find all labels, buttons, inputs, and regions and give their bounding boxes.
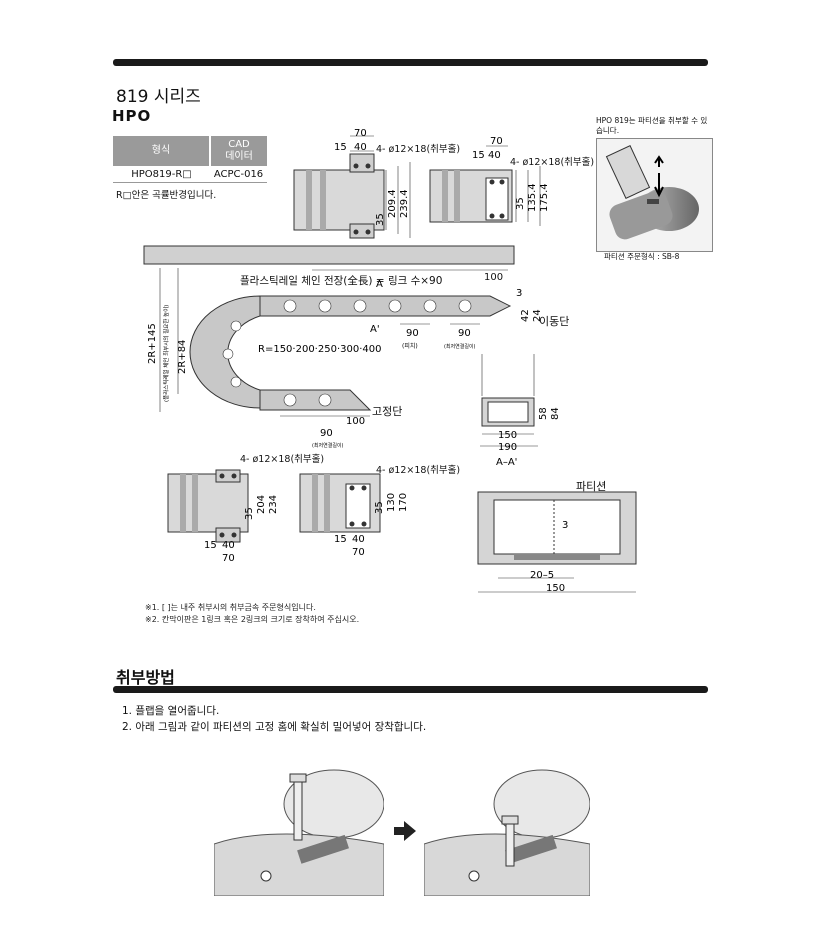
height-note: (플라스틱레일 체인 최부시의 필요한 높이) <box>162 305 170 402</box>
dim-135-4: 135.4 <box>527 183 538 212</box>
partition-photo <box>596 138 713 252</box>
dim-40-br: 40 <box>352 534 365 545</box>
dim-15: 15 <box>334 142 347 153</box>
partition-label: 파티션 <box>576 480 607 493</box>
bracket-top-right-drawing: 70 15 40 35 135.4 175.4 <box>429 136 550 226</box>
partition-dim-3: 3 <box>562 520 568 531</box>
dim-40: 40 <box>354 142 367 153</box>
dim-170: 170 <box>398 493 409 512</box>
dim-70: 70 <box>354 128 367 139</box>
install-step-1: 1. 플랩을 열어줍니다. <box>122 705 220 717</box>
dim-70-br: 70 <box>352 547 365 558</box>
holes-label-bottom-left: 4- ø12×18(취부홀) <box>240 454 325 465</box>
dim-204: 204 <box>256 495 267 514</box>
height-outer: 2R+145 <box>147 323 158 364</box>
dim-42: 42 <box>520 309 531 322</box>
dim-130: 130 <box>386 493 397 512</box>
section-aa-label: A–A' <box>496 457 517 468</box>
radius-note: R□안은 곡률반경입니다. <box>116 190 217 201</box>
section-a2: A' <box>370 324 380 335</box>
note-1: ※1. [ ]는 내주 취부시의 취부금속 주문형식입니다. <box>145 603 316 612</box>
dim-209-4: 209.4 <box>387 189 398 218</box>
dim-40-bl: 40 <box>222 540 235 551</box>
dim-150: 150 <box>498 430 517 441</box>
dim-3: 3 <box>516 288 522 299</box>
height-inner: 2R+84 <box>177 340 188 374</box>
dim-70-r: 70 <box>490 136 503 147</box>
partition-dim-150: 150 <box>546 583 565 594</box>
dim-15-r: 15 <box>472 150 485 161</box>
dim-100-bottom: 100 <box>346 416 365 427</box>
pitch-90b: 90 <box>458 328 471 339</box>
arrow-right-icon <box>394 821 416 841</box>
spec-table: 형식 CAD 데이터 HPO819-R□ ACPC-016 <box>113 136 267 183</box>
pitch-label: (피치) <box>402 342 418 350</box>
dim-35-br: 35 <box>374 501 385 514</box>
install-image-before <box>214 764 384 896</box>
partition-drawing: 3 20–5 150 <box>477 491 637 594</box>
install-title: 취부방법 <box>116 668 175 687</box>
dim-15-br: 15 <box>334 534 347 545</box>
dim-90-bottom: 90 <box>320 428 333 439</box>
bracket-bottom-right-drawing: 35 130 170 15 40 70 <box>299 473 409 558</box>
pitch-90: 90 <box>406 328 419 339</box>
dim-175-4: 175.4 <box>539 183 550 212</box>
moving-end-label: 이동단 <box>539 315 570 328</box>
partition-dim-20-5: 20–5 <box>530 570 554 581</box>
radius-label: R=150·200·250·300·400 <box>258 344 381 355</box>
dim-239-4: 239.4 <box>399 189 410 218</box>
chain-main-drawing: 2R+145 2R+84 (플라스틱레일 체인 최부시의 필요한 높이) A A… <box>143 245 543 449</box>
dim-15-bl: 15 <box>204 540 217 551</box>
holes-label-bottom-right: 4- ø12×18(취부홀) <box>376 465 461 476</box>
section-aa-drawing: 58 84 150 190 A–A' <box>480 354 561 468</box>
min-link-label2: (최저연결길이) <box>312 442 344 449</box>
dim-35-bl: 35 <box>244 507 255 520</box>
photo-caption: HPO 819는 파티션을 취부할 수 있습니다. <box>596 116 708 135</box>
fixed-end-label: 고정단 <box>372 405 403 418</box>
dim-58: 58 <box>538 407 549 420</box>
install-image-after <box>424 764 590 896</box>
cad-cell: ACPC-016 <box>210 166 267 183</box>
brand-logo: HPO <box>112 107 152 125</box>
install-divider <box>113 686 708 693</box>
col-model-header: 형식 <box>113 136 210 166</box>
dim-190: 190 <box>498 442 517 453</box>
holes-label-top-left: 4- ø12×18(취부홀) <box>376 144 461 155</box>
dim-35-r: 35 <box>515 197 526 210</box>
top-divider <box>113 59 708 66</box>
install-step-2: 2. 아래 그림과 같이 파티션의 고정 홈에 확실히 밀어넣어 장착합니다. <box>122 721 427 733</box>
dim-70-bl: 70 <box>222 553 235 564</box>
model-cell: HPO819-R□ <box>113 166 210 183</box>
dim-35: 35 <box>375 213 386 226</box>
bracket-bottom-left-drawing: 35 204 234 15 40 70 <box>167 469 279 564</box>
bracket-top-left-drawing: 70 15 40 35 209.4 239.4 <box>293 128 411 239</box>
min-link-label: (최저연결길이) <box>444 343 476 350</box>
dim-40-r: 40 <box>488 150 501 161</box>
holes-label-top-right: 4- ø12×18(취부홀) <box>510 157 595 168</box>
dim-100-top: 100 <box>484 272 504 283</box>
dim-234: 234 <box>268 495 279 514</box>
partition-order-type: 파티션 주문형식 : SB-8 <box>604 252 680 261</box>
dim-84: 84 <box>550 407 561 420</box>
section-a: A <box>376 279 383 290</box>
series-title: 819 시리즈 <box>116 87 201 107</box>
col-cad-header: CAD 데이터 <box>209 136 267 166</box>
note-2: ※2. 칸막이판은 1링크 혹은 2링크의 크기로 장착하여 주십시오. <box>145 615 360 624</box>
dim-24: 24 <box>532 309 543 322</box>
chain-length-label: 플라스틱레일 체인 전장(全長) = 링크 수×90 <box>240 275 443 287</box>
